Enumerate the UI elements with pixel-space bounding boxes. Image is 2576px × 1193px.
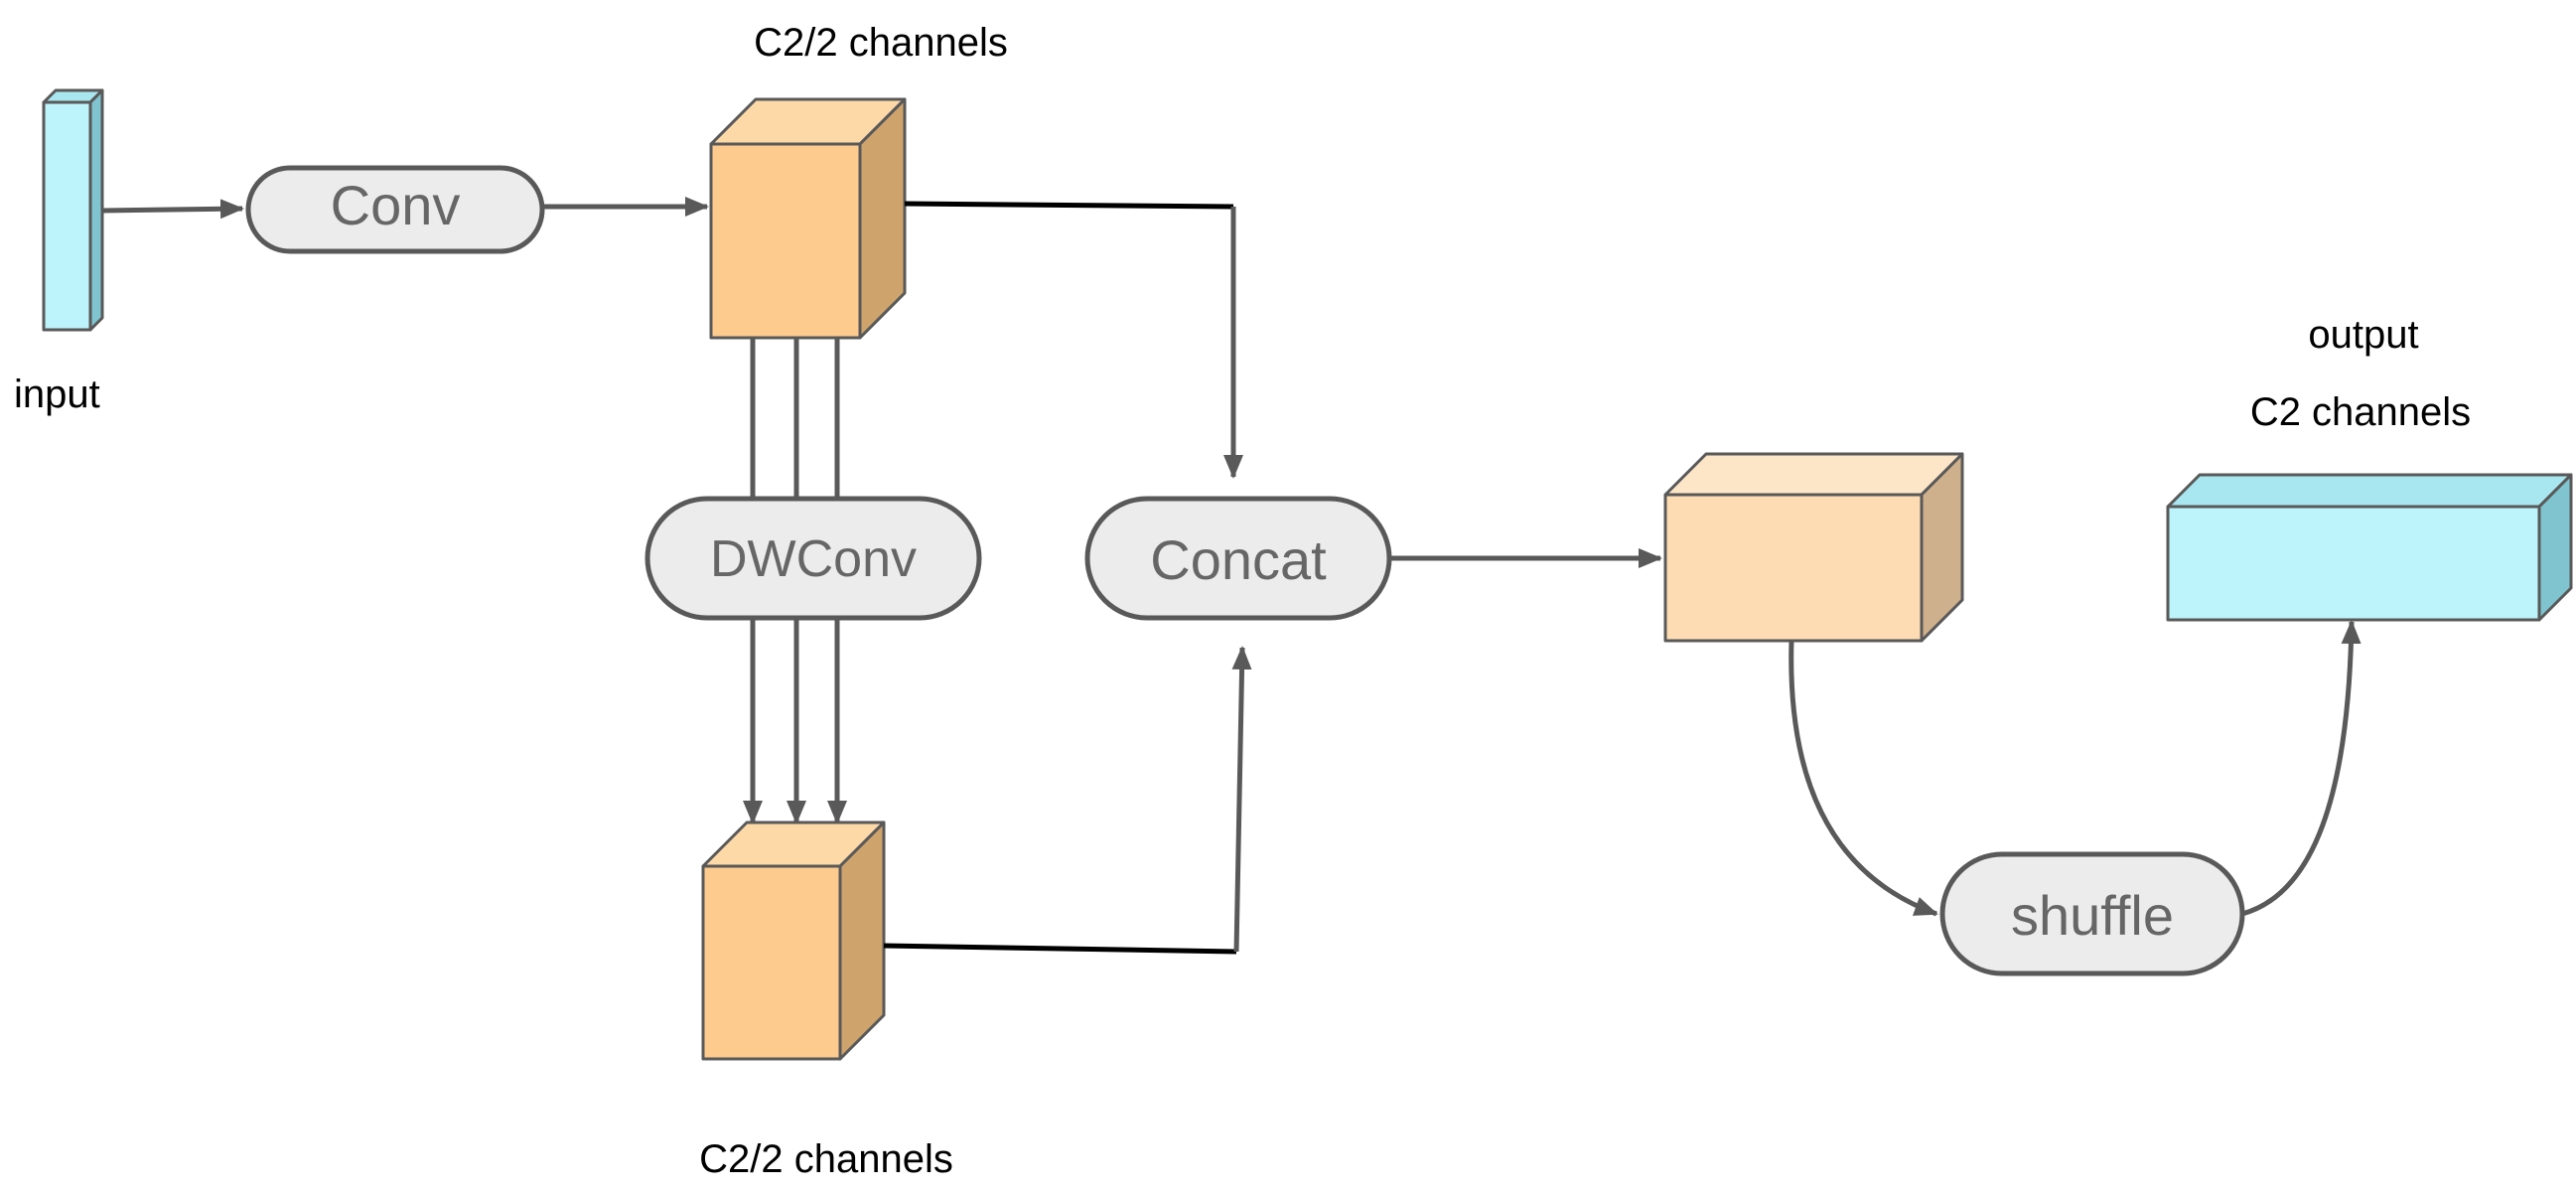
top-block-to-dwconv-lines [750, 338, 840, 499]
bottom-channels-label: C2/2 channels [699, 1137, 953, 1181]
shuffle-node: shuffle [1939, 851, 2245, 976]
conv-label: Conv [331, 174, 461, 236]
conv-node: Conv [245, 165, 545, 254]
top-block-to-concat-line [904, 201, 1234, 210]
input-block [42, 88, 104, 332]
output-label: output [2308, 313, 2418, 357]
dwconv-node: DWConv [644, 496, 982, 621]
shuffle-label: shuffle [2011, 884, 2174, 947]
bottom-block-to-concat-line [883, 943, 1237, 955]
dwconv-to-bottom-block-arrows [743, 618, 847, 824]
shuffle-to-output-arrow [2241, 620, 2361, 917]
input-to-conv-arrow [101, 199, 244, 220]
block-to-shuffle-arrow [1789, 640, 1938, 917]
top-channels-label: C2/2 channels [754, 21, 1008, 65]
concat-node: Concat [1084, 496, 1392, 621]
top-feature-block [709, 97, 907, 340]
concatenated-block [1663, 452, 1964, 643]
output-channels-label: C2 channels [2250, 390, 2471, 434]
dwconv-label: DWConv [710, 530, 917, 588]
bottom-feature-block [701, 820, 886, 1061]
input-label: input [14, 373, 100, 416]
bottom-block-to-concat-arrow [1231, 646, 1252, 953]
concat-label: Concat [1150, 528, 1327, 591]
output-block [2166, 473, 2573, 622]
